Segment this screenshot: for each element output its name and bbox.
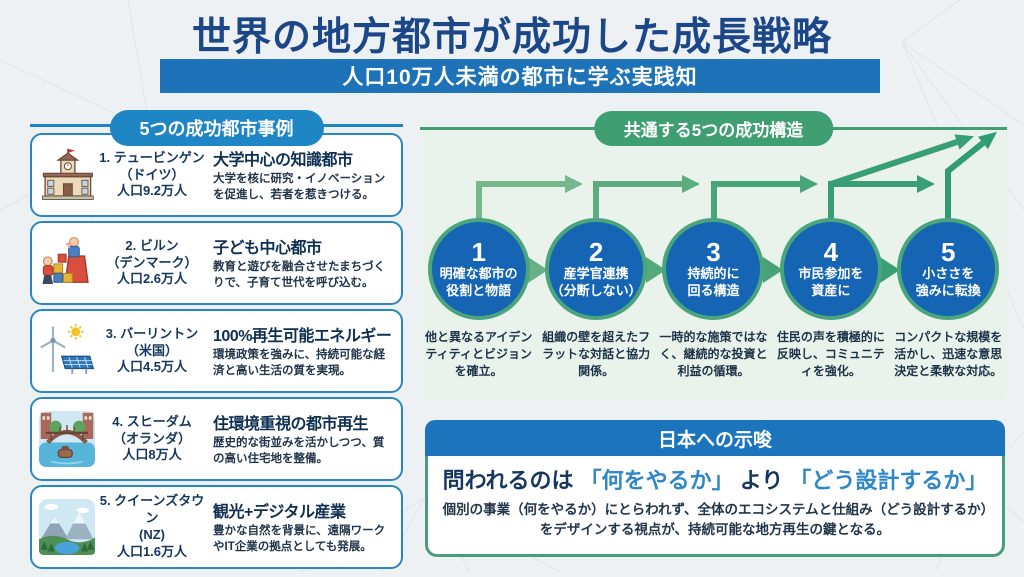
step-description: 住民の声を積極的に反映し、コミュニティを強化。 (776, 330, 885, 378)
city-population: 人口9.2万人 (116, 183, 188, 199)
city-country: （米国） (125, 342, 178, 358)
insight-headline: 問われるのは 「何をやるか」 より 「どう設計するか」 (440, 463, 990, 495)
step-label-line: 役割と物語 (446, 282, 512, 298)
right-panel-title: 共通する5つの成功構造 (593, 111, 834, 146)
city-country: （ドイツ） (119, 166, 185, 182)
city-strategy-title: 大学中心の知識都市 (213, 152, 353, 170)
city-name: 1. テュービンゲン (99, 149, 205, 165)
step-label-line: 市民参加を (798, 266, 864, 282)
city-name: 3. バーリントン (105, 325, 199, 341)
city-cards: 1. テュービンゲン（ドイツ）人口9.2万人大学中心の知識都市大学を核に研究・イ… (30, 133, 403, 573)
step-description: 他と異なるアイデンティティとビジョンを確立。 (424, 330, 533, 378)
step-number: 5 (941, 237, 956, 268)
renewable-energy-icon (38, 322, 96, 380)
city-population: 人口2.6万人 (116, 271, 188, 287)
city-country: （デンマーク） (106, 254, 198, 270)
step-label-line: 小ささを (922, 266, 975, 282)
city-card: 5. クイーンズタウン(NZ)人口1.6万人観光+デジタル産業豊かな自然を背景に… (30, 485, 403, 569)
step-label-line: （分断しない） (550, 282, 642, 298)
city-country: （オランダ） (112, 430, 191, 446)
step-label-line: 回る構造 (687, 282, 740, 298)
city-name: 5. クイーンズタウン (99, 493, 205, 526)
step-number: 1 (471, 237, 486, 268)
step-label-line: 産学官連携 (563, 266, 629, 282)
japan-insight-box: 日本への示唆 問われるのは 「何をやるか」 より 「どう設計するか」 個別の事業… (425, 420, 1005, 557)
city-card: 4. スヒーダム（オランダ）人口8万人住環境重視の都市再生歴史的な街並みを活かし… (30, 397, 403, 481)
city-text-block: 住環境重視の都市再生歴史的な街並みを活かしつつ、質の高い住宅地を整備。 (208, 410, 395, 467)
step-label: 明確な都市の役割と物語 (440, 266, 518, 299)
city-strategy-desc: 豊かな自然を背景に、遠隔ワークやIT企業の拠点としても発展。 (213, 525, 386, 553)
step-label-line: 明確な都市の (439, 266, 518, 282)
city-name-block: 4. スヒーダム（オランダ）人口8万人 (96, 414, 208, 465)
city-strategy-desc: 教育と遊びを融合させたまちづくりで、子育て世代を呼び込む。 (213, 261, 386, 289)
insight-text: 個別の事業（何をやるか）にとらわれず、全体のエコシステムと仕組み（どう設計するか… (442, 502, 988, 538)
subtitle-banner: 人口10万人未満の都市に学ぶ実践知 (160, 59, 880, 93)
city-text-block: 観光+デジタル産業豊かな自然を背景に、遠隔ワークやIT企業の拠点としても発展。 (208, 498, 395, 555)
school-building-icon (38, 146, 96, 204)
step-description: 一時的な施策ではなく、継続的な投資と利益の循環。 (659, 330, 768, 378)
insight-headline-part: 「どう設計するか」 (789, 468, 988, 493)
city-text-block: 100%再生可能エネルギー環境政策を強みに、持続可能な経済と高い生活の質を実現。 (208, 322, 395, 379)
city-name-block: 1. テュービンゲン（ドイツ）人口9.2万人 (96, 150, 208, 201)
step-number: 2 (588, 237, 604, 268)
step-number: 4 (823, 237, 839, 268)
city-strategy-title: 観光+デジタル産業 (213, 504, 346, 522)
city-name-block: 3. バーリントン（米国）人口4.5万人 (96, 326, 208, 377)
canal-city-icon (38, 410, 96, 468)
city-strategy-title: 子ども中心都市 (213, 240, 322, 258)
city-name-block: 5. クイーンズタウン(NZ)人口1.6万人 (96, 493, 208, 561)
mountain-lake-icon (38, 498, 96, 556)
insight-headline-part: 「何をやるか」 (579, 468, 734, 493)
step-label-line: 強みに転換 (915, 282, 981, 298)
insight-body: 問われるのは 「何をやるか」 より 「どう設計するか」 個別の事業（何をやるか）… (425, 456, 1005, 557)
city-population: 人口4.5万人 (116, 359, 188, 375)
step-label: 市民参加を資産に (798, 266, 863, 299)
step-description: 組織の壁を超えたフラットな対話と協力関係。 (542, 330, 651, 378)
step-label: 産学官連携（分断しない） (551, 266, 642, 299)
insight-headline-part: より (733, 468, 790, 493)
city-strategy-desc: 歴史的な街並みを活かしつつ、質の高い住宅地を整備。 (213, 437, 385, 465)
children-playing-icon (38, 234, 96, 292)
insight-title: 日本への示唆 (425, 420, 1005, 456)
city-strategy-desc: 環境政策を強みに、持続可能な経済と高い生活の質を実現。 (213, 349, 386, 377)
city-text-block: 子ども中心都市教育と遊びを融合させたまちづくりで、子育て世代を呼び込む。 (208, 234, 395, 291)
city-text-block: 大学中心の知識都市大学を核に研究・イノベーションを促進し、若者を惹きつける。 (208, 146, 395, 203)
page-title: 世界の地方都市が成功した成長戦略 (191, 16, 832, 59)
city-card: 2. ビルン（デンマーク）人口2.6万人子ども中心都市教育と遊びを融合させたまち… (30, 221, 403, 305)
city-country: (NZ) (139, 527, 165, 542)
step-label: 小ささを強みに転換 (916, 266, 981, 299)
city-population: 人口8万人 (122, 447, 182, 463)
city-strategy-desc: 大学を核に研究・イノベーションを促進し、若者を惹きつける。 (213, 173, 386, 201)
city-name: 2. ビルン (125, 237, 179, 253)
city-strategy-title: 100%再生可能エネルギー (213, 328, 392, 346)
left-panel-title: 5つの成功都市事例 (109, 110, 324, 146)
city-name-block: 2. ビルン（デンマーク）人口2.6万人 (96, 238, 208, 289)
city-strategy-title: 住環境重視の都市再生 (213, 416, 369, 434)
city-name: 4. スヒーダム (112, 413, 192, 429)
insight-headline-part: 問われるのは (442, 468, 580, 493)
left-panel-header: 5つの成功都市事例 (30, 110, 403, 146)
step-description: コンパクトな規模を活かし、迅速な意思決定と柔軟な対応。 (894, 330, 1003, 378)
step-label: 持続的に回る構造 (687, 266, 739, 299)
city-population: 人口1.6万人 (116, 543, 188, 559)
step-label-line: 持続的に (687, 266, 740, 282)
step-number: 3 (706, 237, 721, 268)
step-label-line: 資産に (811, 282, 851, 298)
